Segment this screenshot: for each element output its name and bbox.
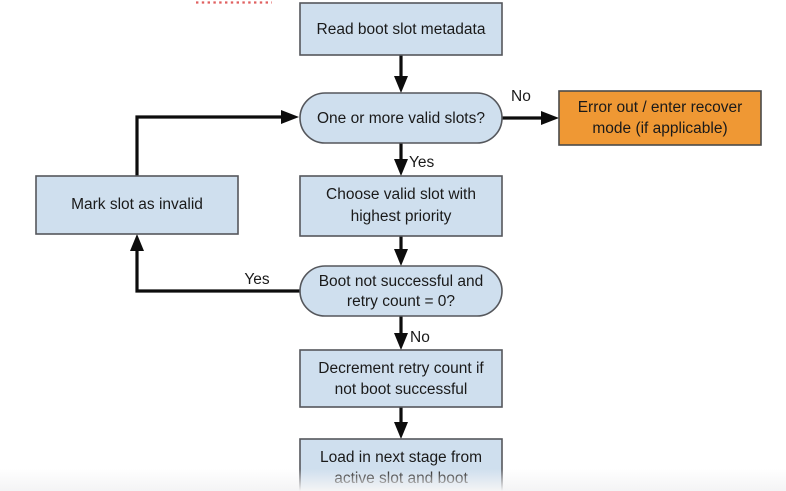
edge-choose-to-retry-check [394,236,408,266]
node-load-next-stage-line2: active slot and boot [334,470,468,487]
node-decrement-line1: Decrement retry count if [318,360,484,377]
edge-valid-slots-yes [394,143,408,176]
edge-retry-yes-to-mark-invalid [130,234,300,293]
node-error-out-line1: Error out / enter recover [578,99,743,116]
node-one-or-more-valid-slots-label: One or more valid slots? [317,110,485,127]
node-decrement-line2: not boot successful [335,381,468,398]
node-error-out-line2: mode (if applicable) [592,120,727,137]
node-choose-valid-slot-line2: highest priority [351,208,452,225]
node-retry-check-line2: retry count = 0? [347,293,456,310]
edge-valid-slots-no [502,111,559,125]
node-read-boot-slot-metadata-label: Read boot slot metadata [317,21,486,38]
edge-read-to-valid-slots [394,55,408,93]
node-load-next-stage[interactable]: Load in next stage from active slot and … [299,438,503,491]
node-choose-valid-slot-line1: Choose valid slot with [326,186,476,203]
edge-retry-no-to-decrement [394,316,408,350]
node-one-or-more-valid-slots[interactable]: One or more valid slots? [299,92,503,144]
node-read-boot-slot-metadata[interactable]: Read boot slot metadata [299,2,503,56]
node-load-next-stage-line1: Load in next stage from [320,449,482,466]
edge-label-valid-slots-no: No [511,88,531,105]
node-retry-check-line1: Boot not successful and [319,273,484,290]
node-choose-valid-slot[interactable]: Choose valid slot with highest priority [299,175,503,237]
node-mark-slot-as-invalid[interactable]: Mark slot as invalid [35,175,239,235]
edge-mark-invalid-to-valid-slots [135,110,299,176]
node-error-out-enter-recover-mode[interactable]: Error out / enter recover mode (if appli… [558,90,762,146]
node-mark-slot-as-invalid-label: Mark slot as invalid [71,196,203,213]
edge-label-valid-slots-yes: Yes [409,154,435,171]
node-boot-not-successful-retry-zero[interactable]: Boot not successful and retry count = 0? [299,265,503,317]
node-decrement-retry-count[interactable]: Decrement retry count if not boot succes… [299,349,503,408]
edge-decrement-to-load [394,407,408,439]
edge-label-retry-no: No [410,329,430,346]
edge-label-retry-yes: Yes [244,271,270,288]
